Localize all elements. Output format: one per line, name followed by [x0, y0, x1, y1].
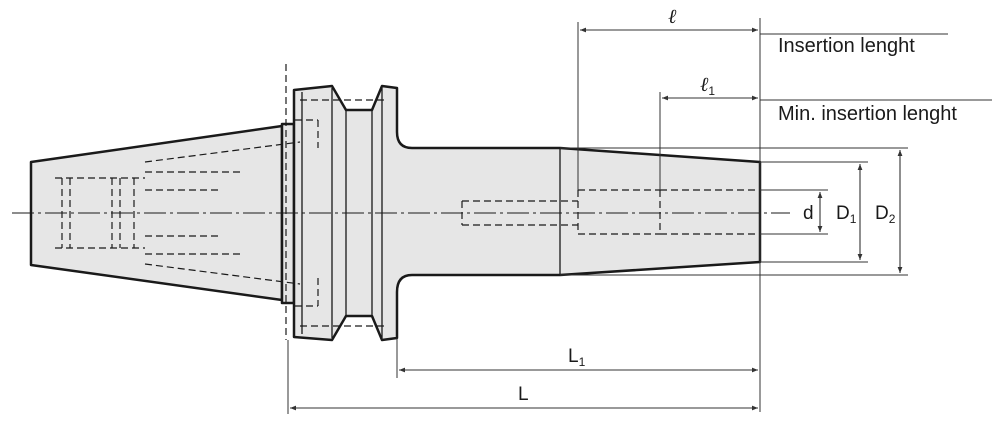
- label-L1: L1: [568, 346, 586, 369]
- label-insertion-length: Insertion lenght: [778, 35, 915, 57]
- label-min-insertion-length: Min. insertion lenght: [778, 103, 957, 125]
- label-ell1: ℓ1: [700, 72, 715, 98]
- extension-lines: [287, 18, 992, 414]
- label-L: L: [518, 384, 529, 405]
- label-ell: ℓ: [668, 4, 677, 28]
- label-d: d: [803, 203, 814, 224]
- label-D1: D1: [836, 203, 857, 226]
- dimension-lines: [290, 27, 903, 411]
- hidden-lines: [55, 64, 760, 340]
- label-D2: D2: [875, 203, 896, 226]
